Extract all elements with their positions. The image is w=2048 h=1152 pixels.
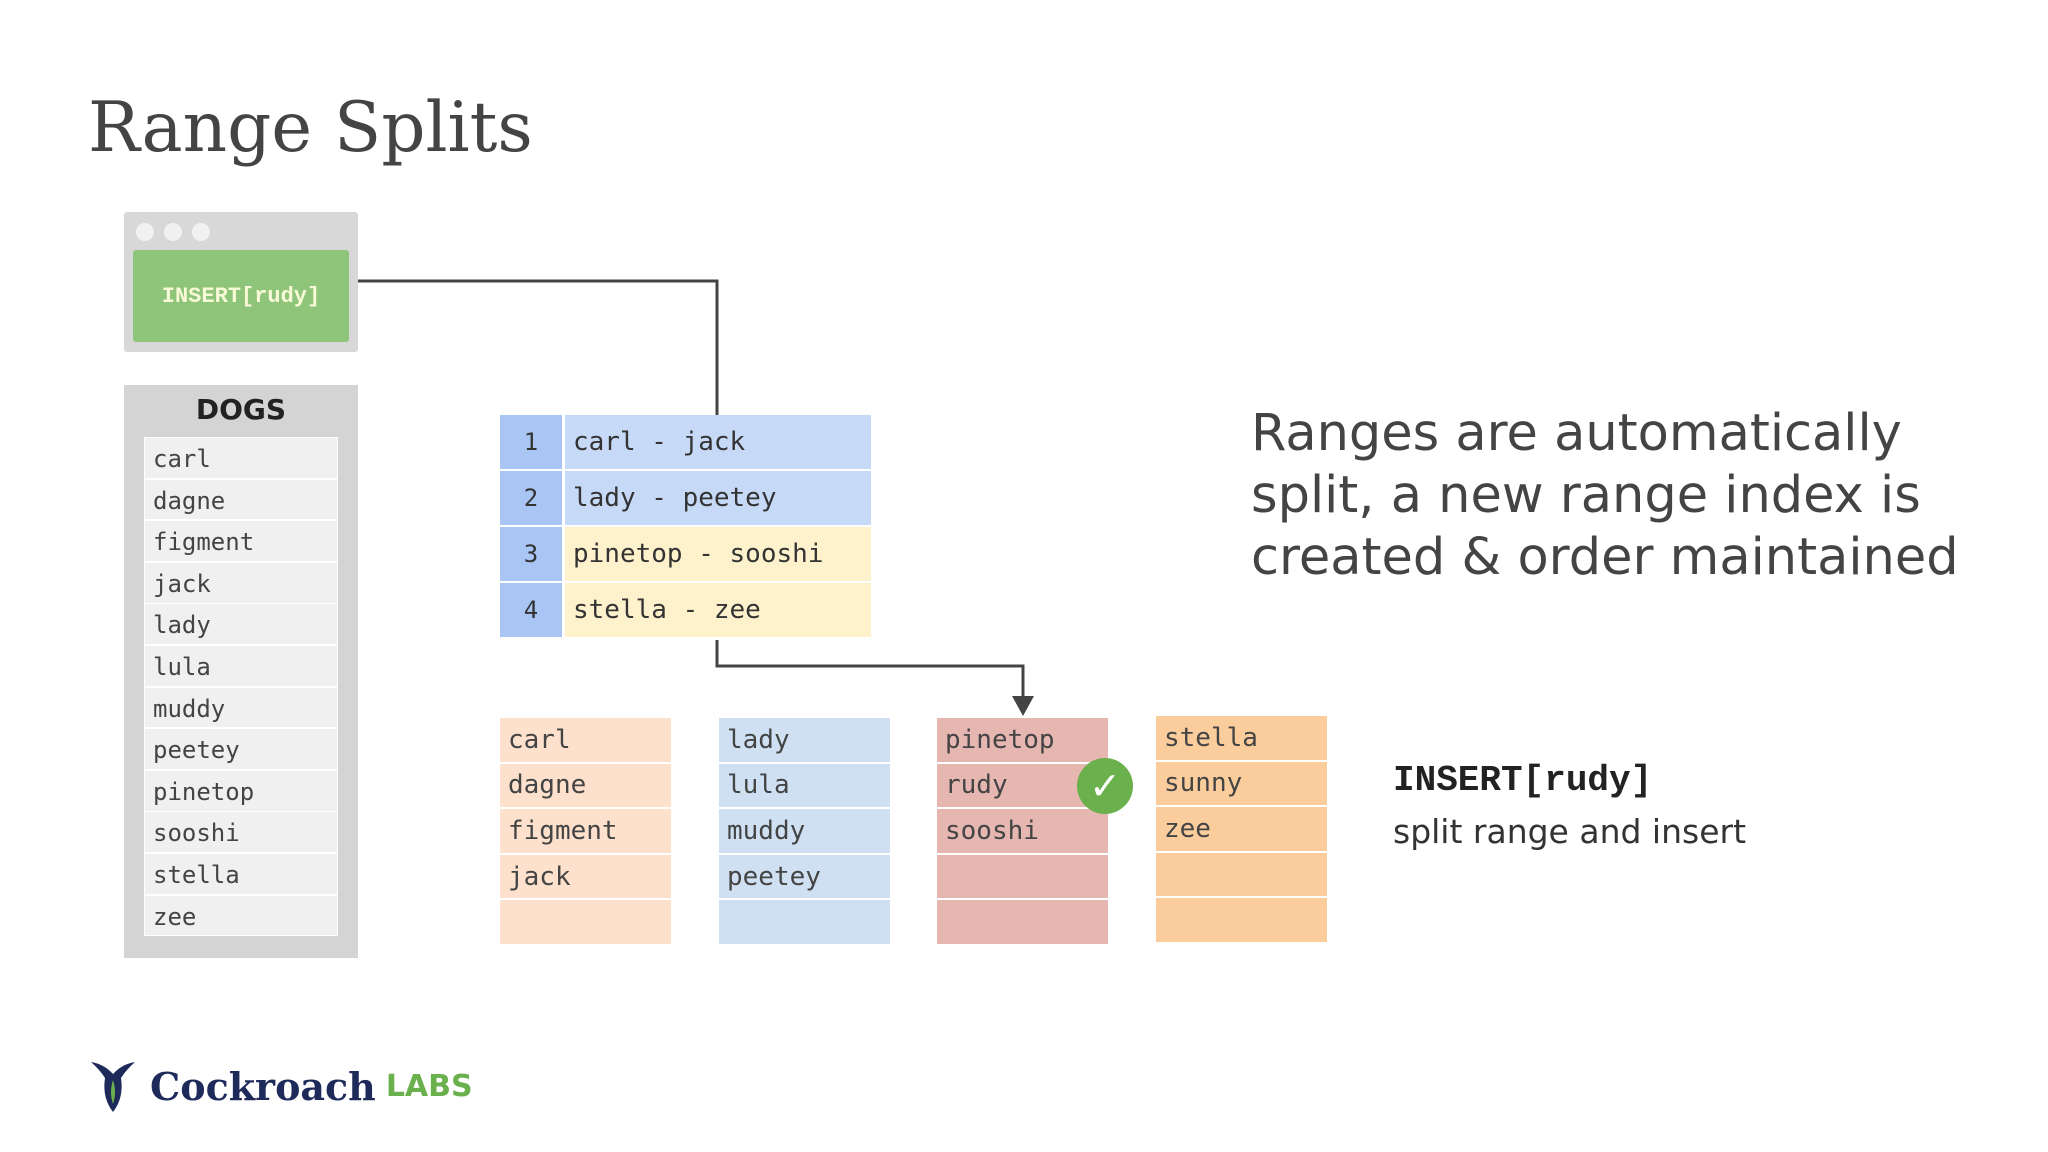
table-row: lady — [145, 604, 337, 645]
check-icon: ✓ — [1077, 758, 1133, 814]
range-index-row: 4 stella - zee — [500, 583, 871, 637]
table-row: stella — [145, 853, 337, 894]
query-window: INSERT[rudy] — [124, 212, 358, 352]
range-cell: carl — [500, 718, 671, 762]
range-index: 1 carl - jack 2 lady - peetey 3 pinetop … — [500, 415, 871, 639]
range-cell — [1156, 898, 1327, 942]
query-text: INSERT[rudy] — [133, 250, 349, 342]
range-index-id: 4 — [500, 583, 562, 637]
dogs-table-rows: carl dagne figment jack lady lula muddy … — [144, 437, 338, 937]
cockroach-labs-logo: Cockroach LABS — [88, 1058, 473, 1114]
range-2: lady lula muddy peetey — [719, 718, 890, 944]
range-1: carl dagne figment jack — [500, 718, 671, 944]
arrow-head-icon — [1012, 696, 1034, 716]
range-cell — [719, 900, 890, 944]
range-index-row: 1 carl - jack — [500, 415, 871, 469]
range-cell: muddy — [719, 809, 890, 853]
logo-wordmark: Cockroach — [150, 1063, 376, 1109]
range-cell: figment — [500, 809, 671, 853]
range-cell — [937, 854, 1108, 899]
range-cell: sooshi — [937, 809, 1108, 853]
description-text: Ranges are automatically split, a new ra… — [1251, 404, 1959, 587]
logo-suffix: LABS — [385, 1068, 473, 1104]
dogs-table: DOGS carl dagne figment jack lady lula m… — [124, 385, 358, 958]
index-to-range-connector — [715, 640, 1025, 700]
table-row: zee — [145, 895, 337, 936]
range-index-id: 3 — [500, 527, 562, 581]
table-row: jack — [145, 562, 337, 603]
range-index-row: 3 pinetop - sooshi — [500, 527, 871, 581]
window-dot-icon — [136, 223, 154, 241]
range-cell: peetey — [719, 854, 890, 899]
range-3: pinetop rudy sooshi — [937, 718, 1108, 944]
table-row: peetey — [145, 729, 337, 769]
range-cell: pinetop — [937, 718, 1108, 762]
range-index-span: stella - zee — [565, 583, 871, 637]
table-row: lula — [145, 645, 337, 686]
range-cell: zee — [1156, 807, 1327, 851]
dogs-table-header: DOGS — [195, 393, 287, 426]
range-index-row: 2 lady - peetey — [500, 471, 871, 525]
range-index-id: 1 — [500, 415, 562, 469]
range-index-id: 2 — [500, 471, 562, 525]
query-to-index-connector — [358, 279, 719, 415]
slide-title: Range Splits — [88, 88, 533, 168]
insert-label: INSERT[rudy] — [1393, 760, 1653, 801]
range-index-span: lady - peetey — [565, 471, 871, 525]
window-dot-icon — [164, 223, 182, 241]
range-index-span: pinetop - sooshi — [565, 527, 871, 581]
range-cell: jack — [500, 854, 671, 899]
window-dot-icon — [192, 223, 210, 241]
table-row: sooshi — [145, 812, 337, 853]
range-cell: sunny — [1156, 761, 1327, 806]
cockroach-logo-icon — [91, 1062, 135, 1112]
table-row: figment — [145, 521, 337, 561]
range-cell: dagne — [500, 763, 671, 808]
table-row: pinetop — [145, 770, 337, 811]
range-cell: lady — [719, 718, 890, 762]
range-cell — [1156, 852, 1327, 897]
table-row: carl — [145, 438, 337, 478]
range-index-span: carl - jack — [565, 415, 871, 469]
insert-caption: split range and insert — [1393, 812, 1747, 851]
table-row: muddy — [145, 687, 337, 728]
range-4: stella sunny zee — [1156, 716, 1327, 942]
range-cell — [937, 900, 1108, 944]
range-cell: lula — [719, 763, 890, 808]
range-cell — [500, 900, 671, 944]
range-cell: stella — [1156, 716, 1327, 760]
table-row: dagne — [145, 479, 337, 520]
